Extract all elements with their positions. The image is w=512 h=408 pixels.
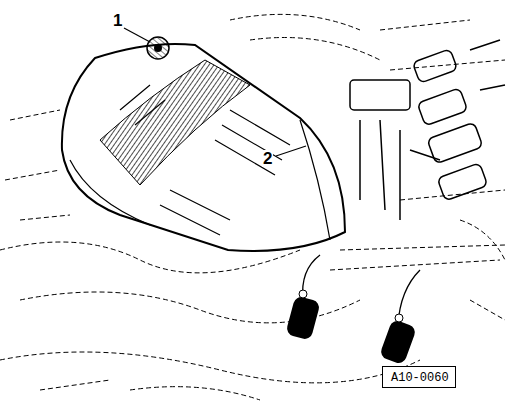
engine-cover xyxy=(62,44,345,251)
right-components xyxy=(350,40,505,220)
leader-lines xyxy=(124,28,306,156)
background-parts xyxy=(0,14,505,400)
figure-id-box: A10-0060 xyxy=(382,366,456,388)
filler-cap xyxy=(147,37,169,59)
callout-number: 1 xyxy=(112,12,123,29)
connector-plugs xyxy=(285,255,420,365)
figure-id: A10-0060 xyxy=(391,372,447,384)
callout-number: 2 xyxy=(262,150,273,167)
